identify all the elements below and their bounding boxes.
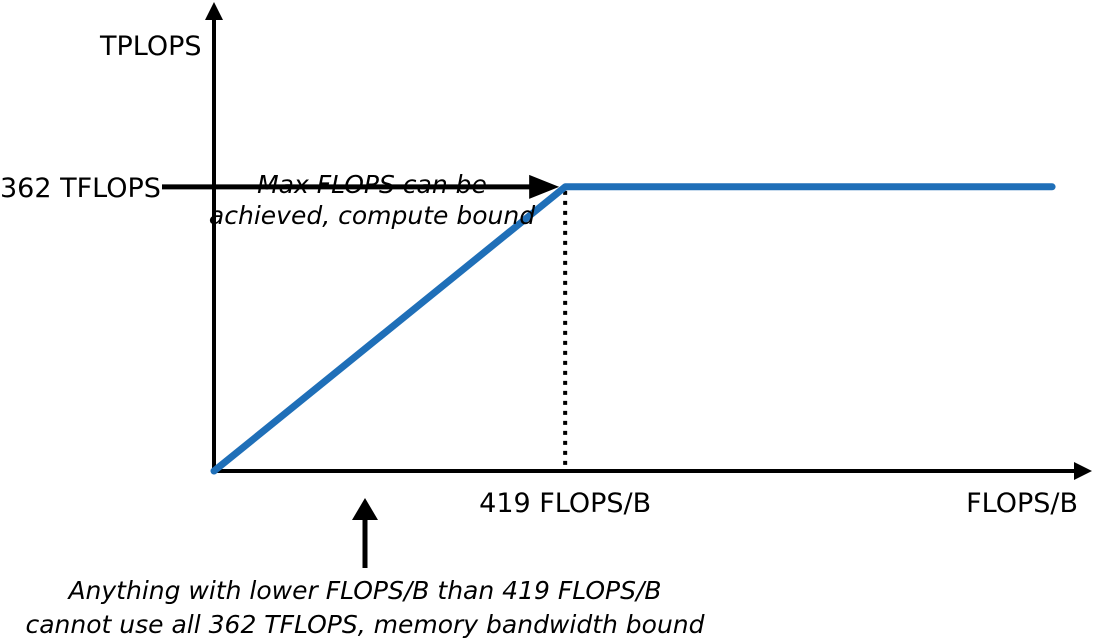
roofline-series-line	[210, 183, 1056, 475]
peak-compute-arrowhead	[529, 174, 560, 199]
peak-compute-label: 362 TFLOPS	[0, 173, 161, 204]
compute-bound-annotation-line-2: achieved, compute bound	[209, 201, 535, 230]
compute-bound-annotation-line-1: Max FLOPS can be	[257, 170, 487, 199]
x-axis-arrowhead	[1074, 462, 1092, 480]
ridge-x-label: 419 FLOPS/B	[479, 488, 651, 519]
memory-bound-annotation-line-1: Anything with lower FLOPS/B than 419 FLO…	[66, 576, 661, 605]
x-axis-label: FLOPS/B	[966, 488, 1078, 519]
memory-bound-annotation-line-2: cannot use all 362 TFLOPS, memory bandwi…	[25, 610, 704, 639]
memory-bound-arrowhead	[352, 498, 378, 520]
y-axis-label: TPLOPS	[99, 31, 202, 62]
y-axis-arrowhead	[205, 2, 223, 20]
